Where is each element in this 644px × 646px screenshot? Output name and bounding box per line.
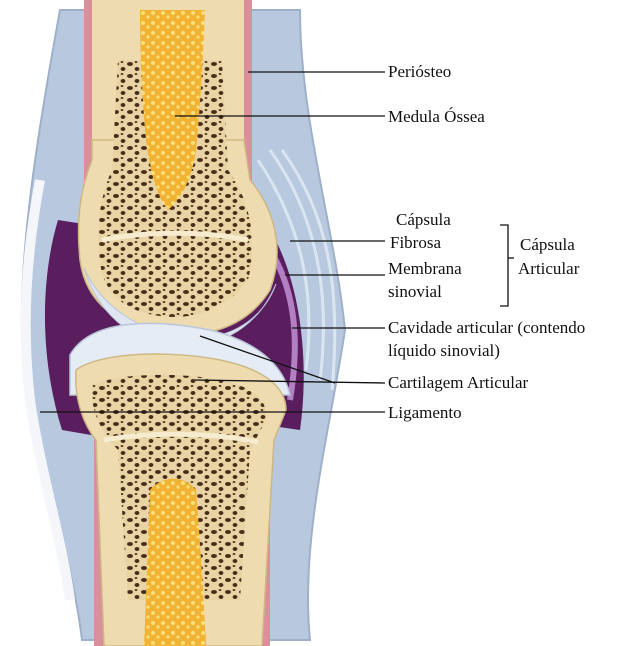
label-membrana-line1: Membrana xyxy=(388,258,462,279)
label-cavidade-line2: líquido sinovial) xyxy=(388,340,500,361)
label-cartilagem-articular: Cartilagem Articular xyxy=(388,372,528,393)
label-capsula-fibrosa-line2: Fibrosa xyxy=(390,232,441,253)
label-capsula-articular-line2: Articular xyxy=(518,258,579,279)
capsule-bracket xyxy=(500,225,508,306)
label-capsula-articular-line1: Cápsula xyxy=(520,234,575,255)
label-membrana-line2: sinovial xyxy=(388,281,442,302)
label-cavidade-line1: Cavidade articular (contendo xyxy=(388,317,585,338)
label-ligamento: Ligamento xyxy=(388,402,462,423)
label-medula-ossea: Medula Óssea xyxy=(388,106,485,127)
label-periosteo: Periósteo xyxy=(388,61,451,82)
label-capsula-fibrosa-line1: Cápsula xyxy=(396,209,451,230)
lower-marrow xyxy=(144,479,206,646)
